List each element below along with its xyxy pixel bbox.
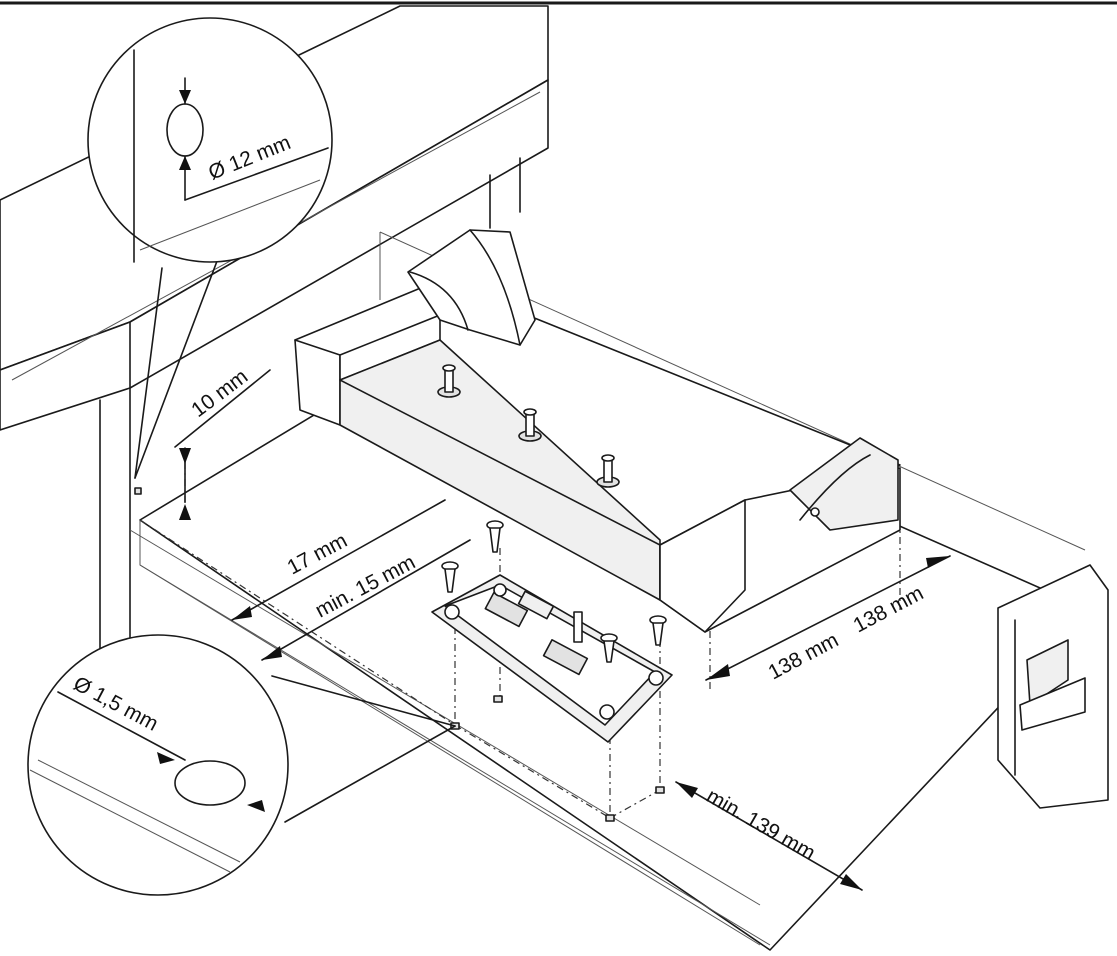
detail-magnifier-top	[87, 17, 333, 479]
label-height-10mm: 10 mm	[187, 365, 252, 422]
screw	[600, 633, 618, 663]
hole-1-5mm-icon	[174, 760, 246, 806]
hole-12mm-icon	[166, 103, 204, 157]
dimension-17mm	[231, 499, 446, 621]
screw	[649, 615, 667, 646]
mounting-pin	[437, 364, 461, 398]
mounting-pin	[596, 454, 620, 488]
drawer-front	[997, 564, 1109, 809]
drawer-cavity	[129, 231, 1091, 951]
dimension-min139mm	[675, 781, 863, 891]
dimension-min15mm	[261, 539, 471, 661]
detail-magnifier-bottom	[27, 634, 456, 896]
holder-cradle	[294, 229, 901, 633]
mounting-pin	[518, 408, 542, 442]
screw	[441, 561, 459, 593]
screw	[486, 520, 504, 553]
dimension-138mm	[705, 555, 951, 681]
mounting-bracket	[431, 574, 673, 743]
dimension-10mm	[174, 369, 271, 520]
